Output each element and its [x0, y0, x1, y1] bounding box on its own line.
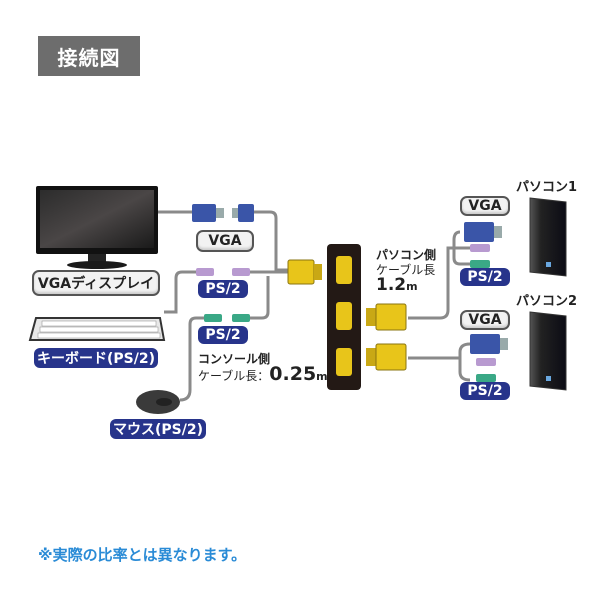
- pc-cable-length-unit: m: [406, 280, 418, 293]
- pc-side-connectors: [366, 303, 407, 371]
- console-vga-tag: VGA: [196, 230, 254, 252]
- pc-cable-info: パソコン側 ケーブル長 1.2 m: [376, 248, 436, 294]
- pc2-ps2-tag: PS/2: [460, 382, 510, 400]
- pc1-label: パソコン1: [516, 180, 578, 195]
- pc-cable-length-value: 1.2: [376, 275, 407, 295]
- console-ps2-kb-connectors: [196, 268, 250, 276]
- pc1-vga-tag: VGA: [460, 196, 510, 216]
- console-vga-cable: [252, 210, 290, 272]
- pc1-split-cable: [452, 230, 470, 266]
- pc1-ps2-tag: PS/2: [460, 268, 510, 286]
- pc-cable-title: パソコン側: [376, 248, 437, 262]
- pc1-icon: [529, 197, 567, 277]
- monitor-label: VGAディスプレイ: [32, 270, 160, 296]
- pc2-vga-tag: VGA: [460, 310, 510, 330]
- kvm-switch-icon: [327, 244, 361, 390]
- console-cable-length-unit: m: [316, 370, 328, 383]
- pc2-split-cable: [458, 342, 471, 382]
- console-vga-connectors: [192, 204, 254, 222]
- console-ps2-mouse-tag: PS/2: [198, 326, 248, 344]
- console-ps2-mouse-connectors: [204, 314, 250, 322]
- keyboard-ps2-cable: [164, 270, 196, 314]
- pc-cable-length-label: ケーブル長: [376, 263, 436, 277]
- pc2-connectors: [470, 334, 508, 382]
- mouse-label: マウス(PS/2): [110, 419, 206, 439]
- keyboard-icon: [28, 317, 166, 341]
- pc1-connectors: [464, 222, 502, 268]
- page-title: 接続図: [38, 36, 140, 76]
- mouse-ps2-cable: [179, 316, 204, 402]
- console-combined-connector: [287, 259, 322, 285]
- disclaimer-note: ※実際の比率とは異なります。: [38, 546, 247, 564]
- cables: [158, 210, 471, 402]
- pc1-cable: [408, 246, 470, 320]
- pc2-label: パソコン2: [516, 294, 578, 309]
- console-ps2-mouse-cable: [250, 276, 270, 320]
- console-cable-info: コンソール側 ケーブル長： 0.25 m: [198, 352, 328, 384]
- console-ps2-keyboard-tag: PS/2: [198, 280, 248, 298]
- mouse-icon: [136, 390, 180, 414]
- console-cable-title: コンソール側: [198, 352, 271, 366]
- keyboard-label: キーボード(PS/2): [34, 348, 158, 368]
- console-cable-length-value: 0.25: [269, 363, 317, 385]
- pc2-icon: [529, 311, 567, 391]
- monitor-icon: [36, 186, 158, 269]
- console-cable-length-label: ケーブル長：: [198, 369, 270, 383]
